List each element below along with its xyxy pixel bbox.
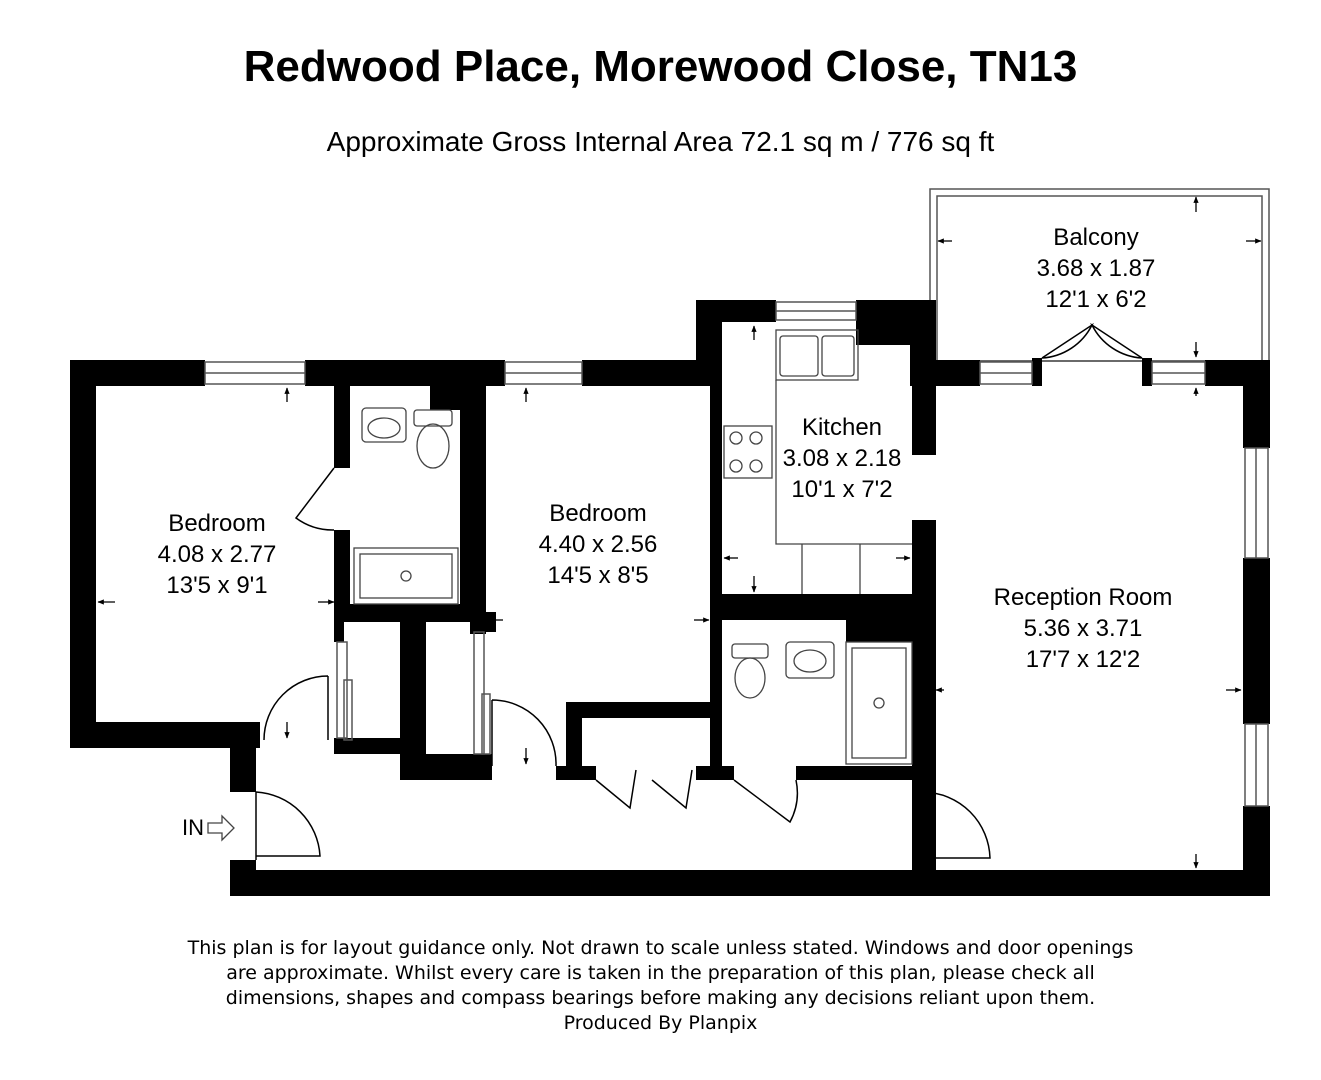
producer-credit: Produced By Planpix bbox=[563, 1012, 758, 1034]
room-metric: 4.40 x 2.56 bbox=[538, 531, 658, 558]
disclaimer-line: This plan is for layout guidance only. N… bbox=[187, 937, 1134, 959]
plan-title: Redwood Place, Morewood Close, TN13 bbox=[243, 42, 1078, 91]
room-imperial: 14'5 x 8'5 bbox=[547, 562, 649, 589]
room-label-kitchen: Kitchen 3.08 x 2.18 10'1 x 7'2 bbox=[783, 412, 902, 505]
dimension-arrows bbox=[97, 196, 1262, 869]
disclaimer-line: dimensions, shapes and compass bearings … bbox=[225, 987, 1096, 1009]
room-name: Reception Room bbox=[993, 584, 1173, 611]
room-imperial: 17'7 x 12'2 bbox=[1025, 646, 1141, 673]
room-label-balcony: Balcony 3.68 x 1.87 12'1 x 6'2 bbox=[1037, 222, 1156, 315]
room-metric: 5.36 x 3.71 bbox=[1023, 615, 1143, 642]
room-name: Balcony bbox=[1053, 224, 1139, 251]
room-name: Kitchen bbox=[801, 414, 883, 441]
doors bbox=[255, 322, 1143, 860]
room-name: Bedroom bbox=[168, 510, 266, 537]
walls bbox=[70, 300, 1270, 896]
entrance-arrow-icon bbox=[207, 814, 235, 842]
windows bbox=[204, 301, 1269, 807]
room-label-bedroom2: Bedroom 4.40 x 2.56 14'5 x 8'5 bbox=[539, 498, 658, 591]
room-label-reception: Reception Room 5.36 x 3.71 17'7 x 12'2 bbox=[994, 582, 1173, 675]
fixtures bbox=[353, 329, 913, 765]
room-label-bedroom1: Bedroom 4.08 x 2.77 13'5 x 9'1 bbox=[158, 508, 277, 601]
room-imperial: 10'1 x 7'2 bbox=[791, 476, 893, 503]
entrance-label: IN bbox=[182, 815, 204, 840]
room-name: Bedroom bbox=[549, 500, 647, 527]
balcony-outline bbox=[929, 188, 1270, 362]
disclaimer: This plan is for layout guidance only. N… bbox=[0, 936, 1321, 1036]
room-metric: 3.68 x 1.87 bbox=[1036, 255, 1156, 282]
room-metric: 4.08 x 2.77 bbox=[157, 541, 277, 568]
area-subtitle: Approximate Gross Internal Area 72.1 sq … bbox=[326, 126, 995, 157]
room-imperial: 12'1 x 6'2 bbox=[1045, 286, 1147, 313]
room-metric: 3.08 x 2.18 bbox=[782, 445, 902, 472]
room-imperial: 13'5 x 9'1 bbox=[166, 572, 268, 599]
disclaimer-line: are approximate. Whilst every care is ta… bbox=[226, 962, 1095, 984]
